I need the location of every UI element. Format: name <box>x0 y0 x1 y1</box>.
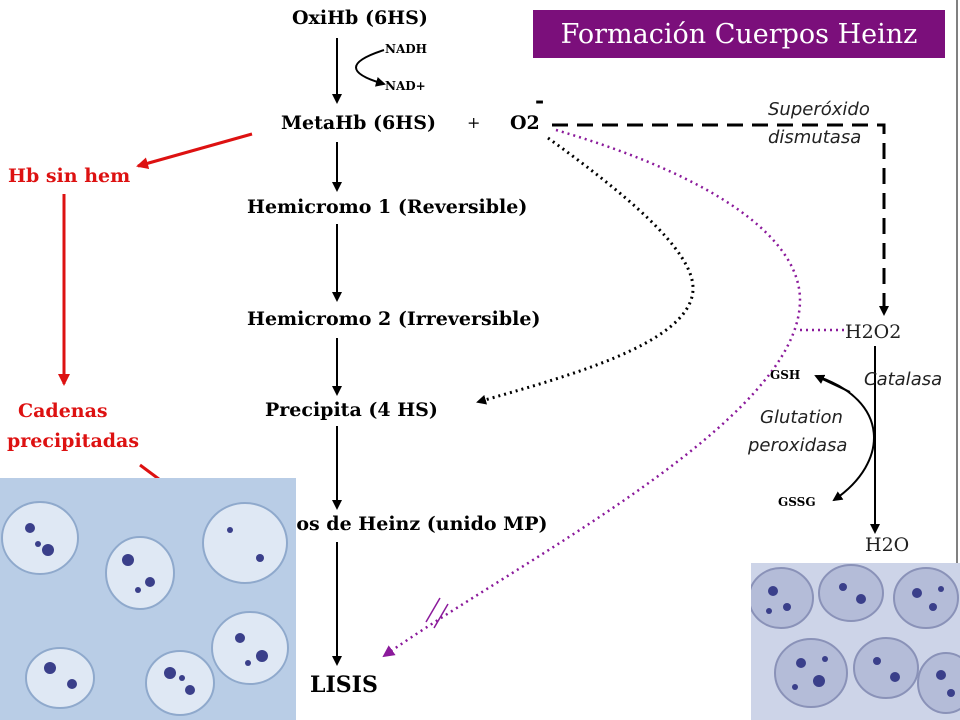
arrow-o2-precipita <box>476 136 695 405</box>
label-hemicromo2: Hemicromo 2 (Irreversible) <box>247 308 541 330</box>
label-superoxido: Superóxido <box>768 99 870 120</box>
label-nad: NAD+ <box>385 79 426 93</box>
arrow-gsh-head <box>814 374 851 393</box>
arrow-o2-lisis <box>382 128 802 658</box>
label-lisis: LISIS <box>310 672 378 698</box>
label-h2o: H2O <box>865 534 910 556</box>
label-metahb: MetaHb (6HS) <box>281 112 436 134</box>
label-dismutasa: dismutasa <box>768 127 862 148</box>
label-hemicromo1: Hemicromo 1 (Reversible) <box>247 196 528 218</box>
break-mark-2 <box>433 603 449 629</box>
label-gssg: GSSG <box>778 495 816 509</box>
label-glutation: Glutation <box>760 407 843 428</box>
label-precipitadas: precipitadas <box>7 430 140 452</box>
label-catalasa: Catalasa <box>864 369 943 390</box>
label-hb-sin-hem: Hb sin hem <box>8 165 131 187</box>
label-h2o2: H2O2 <box>845 321 902 343</box>
label-o2: O2 <box>510 112 540 134</box>
arrow-nadh-nad <box>355 49 386 87</box>
label-peroxidasa: peroxidasa <box>748 435 848 456</box>
micrograph-left <box>0 478 296 720</box>
label-precipita: Precipita (4 HS) <box>265 399 438 421</box>
label-nadh: NADH <box>385 42 428 56</box>
break-mark-1 <box>425 597 441 623</box>
arrow-o2-h2o2 <box>552 123 889 316</box>
arrow-metahb-hbsinhem <box>136 132 253 170</box>
label-heinz: Cuerpos de Heinz (unido MP) <box>232 513 548 535</box>
label-cadenas: Cadenas <box>18 400 108 422</box>
diagram-title: Formación Cuerpos Heinz <box>533 10 945 58</box>
label-oxihb: OxiHb (6HS) <box>292 7 428 29</box>
label-plus: + <box>467 113 481 132</box>
label-gsh: GSH <box>770 368 801 382</box>
micrograph-right <box>751 563 960 720</box>
label-superoxide-mark: - <box>535 88 545 114</box>
